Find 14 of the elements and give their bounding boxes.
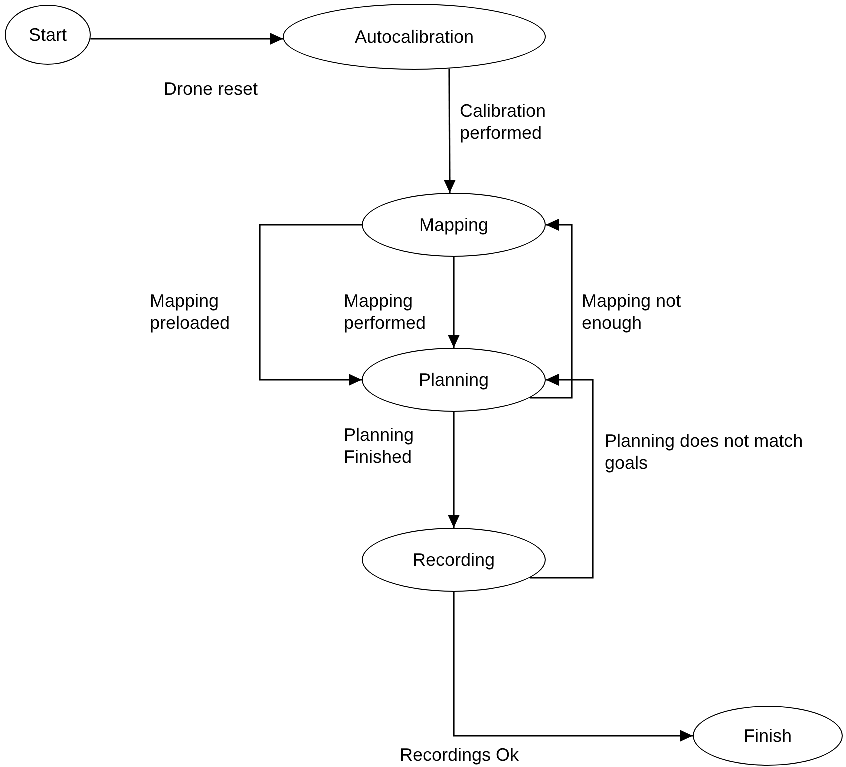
state-name: Mapping: [419, 214, 489, 236]
state-name: Finish: [744, 726, 792, 746]
arrow: [453, 592, 693, 742]
arrow: [90, 33, 284, 45]
arrow: [448, 412, 460, 528]
state-name: Recording: [412, 550, 496, 570]
arrow: [530, 219, 573, 399]
arrow: [444, 68, 456, 194]
arrow: [530, 374, 594, 579]
state-name: Autocalibration: [354, 26, 474, 48]
state-name: Planning: [418, 370, 490, 390]
arrow: [448, 257, 460, 348]
state-name: Start: [28, 24, 67, 46]
arrow: [259, 224, 362, 386]
